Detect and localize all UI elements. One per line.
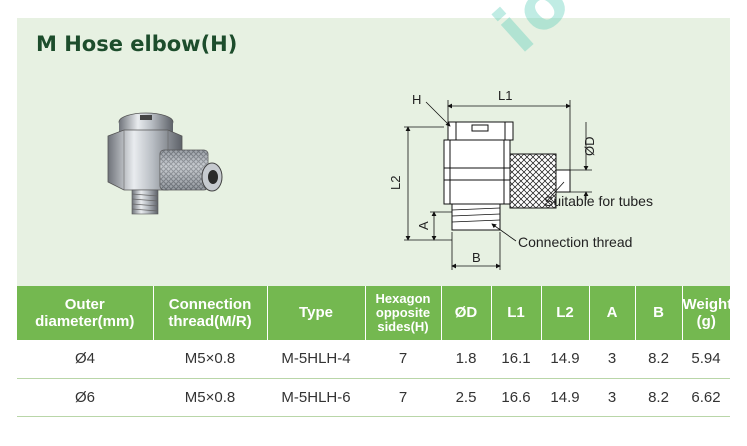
cell-weight: 5.94 (682, 340, 730, 379)
cell-connection-thread: M5×0.8 (153, 340, 267, 379)
product-photo (107, 112, 223, 215)
cell-outer-diameter: Ø4 (17, 340, 153, 379)
cell-b: 8.2 (635, 378, 682, 417)
cell-l1: 16.1 (491, 340, 541, 379)
cell-od: 2.5 (441, 378, 491, 417)
header-connection-thread: Connection thread(M/R) (153, 286, 268, 340)
table-row: Ø6 M5×0.8 M-5HLH-6 7 2.5 16.6 14.9 3 8.2… (17, 378, 730, 417)
header-b: B (635, 286, 683, 340)
h-label: H (412, 92, 421, 107)
l2-label: L2 (388, 176, 403, 190)
cell-l2: 14.9 (541, 340, 589, 379)
thread-label: Connection thread (518, 234, 632, 250)
spec-table: Outer diameter(mm) Connection thread(M/R… (17, 286, 732, 417)
header-a: A (589, 286, 636, 340)
cell-type: M-5HLH-6 (267, 378, 365, 417)
page-title: M Hose elbow(H) (36, 32, 238, 56)
table-header-row: Outer diameter(mm) Connection thread(M/R… (17, 286, 732, 340)
cell-od: 1.8 (441, 340, 491, 379)
header-type: Type (267, 286, 366, 340)
cell-hexagon: 7 (365, 340, 441, 379)
l1-label: L1 (498, 88, 512, 103)
cell-l2: 14.9 (541, 378, 589, 417)
cell-a: 3 (589, 378, 635, 417)
suitable-label: Suitable for tubes (544, 193, 653, 209)
table-row: Ø4 M5×0.8 M-5HLH-4 7 1.8 16.1 14.9 3 8.2… (17, 340, 730, 379)
technical-drawing: H L1 L2 A B ØD Suitable for tubes Connec… (388, 88, 653, 270)
header-od: ØD (441, 286, 492, 340)
cell-weight: 6.62 (682, 378, 730, 417)
cell-connection-thread: M5×0.8 (153, 378, 267, 417)
header-weight: Weight (g) (682, 286, 732, 340)
b-label: B (472, 250, 481, 265)
header-hexagon: Hexagon opposite sides(H) (365, 286, 442, 340)
header-l1: L1 (491, 286, 542, 340)
a-label: A (416, 221, 431, 230)
cell-l1: 16.6 (491, 378, 541, 417)
cell-type: M-5HLH-4 (267, 340, 365, 379)
cell-b: 8.2 (635, 340, 682, 379)
header-l2: L2 (541, 286, 590, 340)
header-outer-diameter: Outer diameter(mm) (17, 286, 154, 340)
cell-outer-diameter: Ø6 (17, 378, 153, 417)
cell-a: 3 (589, 340, 635, 379)
od-label: ØD (582, 137, 597, 157)
cell-hexagon: 7 (365, 378, 441, 417)
